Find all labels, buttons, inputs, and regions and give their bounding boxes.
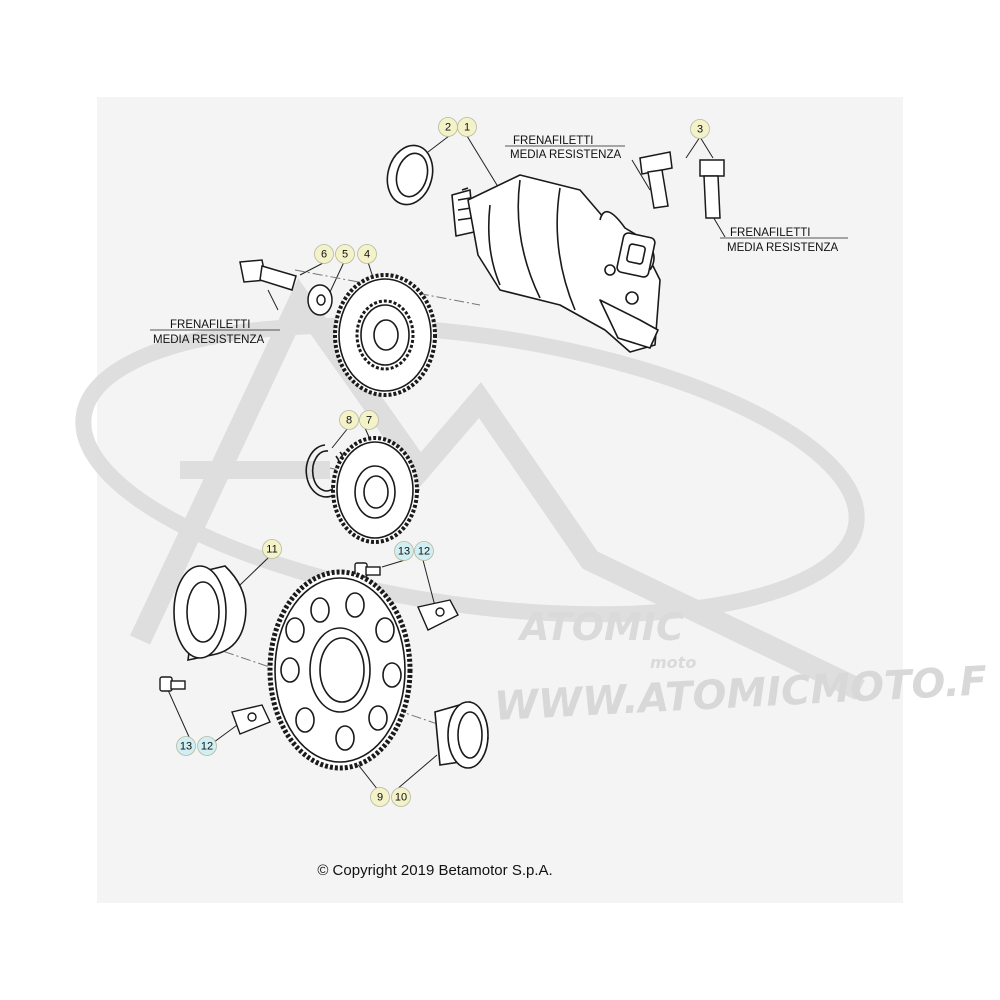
callout-c8: 8 [339, 410, 359, 430]
callout-c7: 7 [359, 410, 379, 430]
o-ring-part-2 [386, 144, 434, 206]
callout-number: 2 [445, 122, 451, 134]
note-right: FRENAFILETTI MEDIA RESISTENZA [720, 227, 848, 254]
needle-bearing-part-10 [434, 701, 489, 769]
callout-number: 6 [321, 249, 327, 261]
plates-part-12 [231, 599, 459, 735]
callout-number: 13 [398, 546, 410, 558]
callout-number: 8 [346, 415, 352, 427]
callout-number: 3 [697, 124, 703, 136]
double-gear-part-4 [333, 273, 437, 397]
callout-c13b: 13 [176, 736, 196, 756]
callout-bubble [690, 119, 710, 139]
watermark-sub: moto [650, 653, 696, 672]
callout-number: 12 [201, 741, 213, 753]
callout-number: 11 [266, 544, 277, 556]
callout-number: 1 [464, 122, 470, 134]
bearing-part-11 [173, 565, 247, 662]
callout-c1: 1 [457, 117, 477, 137]
note-left: FRENAFILETTI MEDIA RESISTENZA [150, 319, 280, 346]
callout-bubble [438, 117, 458, 137]
note-left-line2: MEDIA RESISTENZA [153, 334, 265, 346]
callout-bubble [314, 244, 334, 264]
callout-number: 9 [377, 792, 383, 804]
note-right-line2: MEDIA RESISTENZA [727, 242, 839, 254]
callout-c9: 9 [370, 787, 390, 807]
callout-bubble [339, 410, 359, 430]
note-right-line1: FRENAFILETTI [730, 227, 811, 239]
callout-bubble [262, 539, 282, 559]
callout-c12a: 12 [414, 541, 434, 561]
gear-part-7 [331, 436, 419, 544]
callout-bubble [391, 787, 411, 807]
note-top: FRENAFILETTI MEDIA RESISTENZA [505, 135, 625, 161]
callout-bubble [197, 736, 217, 756]
callout-c4: 4 [357, 244, 377, 264]
callout-c2: 2 [438, 117, 458, 137]
callout-bubble [394, 541, 414, 561]
starter-motor-part-1 [451, 174, 661, 353]
callout-c12b: 12 [197, 736, 217, 756]
note-left-line1: FRENAFILETTI [170, 319, 251, 331]
callout-c6: 6 [314, 244, 334, 264]
callout-c5: 5 [335, 244, 355, 264]
callout-bubble [414, 541, 434, 561]
bolts-part-3 [639, 151, 725, 219]
callout-bubble [335, 244, 355, 264]
callout-number: 4 [364, 249, 370, 261]
callout-bubble [357, 244, 377, 264]
callout-c11: 11 [262, 539, 282, 559]
callout-c13a: 13 [394, 541, 414, 561]
watermark-url: WWW.ATOMICMOTO.F [493, 658, 988, 730]
callout-number: 10 [395, 792, 407, 804]
copyright-text: © Copyright 2019 Betamotor S.p.A. [317, 862, 553, 879]
callout-c10: 10 [391, 787, 411, 807]
large-gear-part-9 [267, 569, 413, 771]
callout-number: 5 [342, 249, 348, 261]
callout-number: 7 [366, 415, 372, 427]
washer-part-5 [307, 284, 333, 316]
watermark-brand: ATOMIC [517, 605, 684, 649]
bolt-part-6 [239, 259, 297, 291]
note-top-line1: FRENAFILETTI [513, 135, 594, 147]
callout-bubble [370, 787, 390, 807]
note-top-line2: MEDIA RESISTENZA [510, 149, 622, 161]
callout-bubble [176, 736, 196, 756]
callout-number: 13 [180, 741, 192, 753]
callout-number: 12 [418, 546, 430, 558]
callout-c3: 3 [690, 119, 710, 139]
callout-bubble [359, 410, 379, 430]
